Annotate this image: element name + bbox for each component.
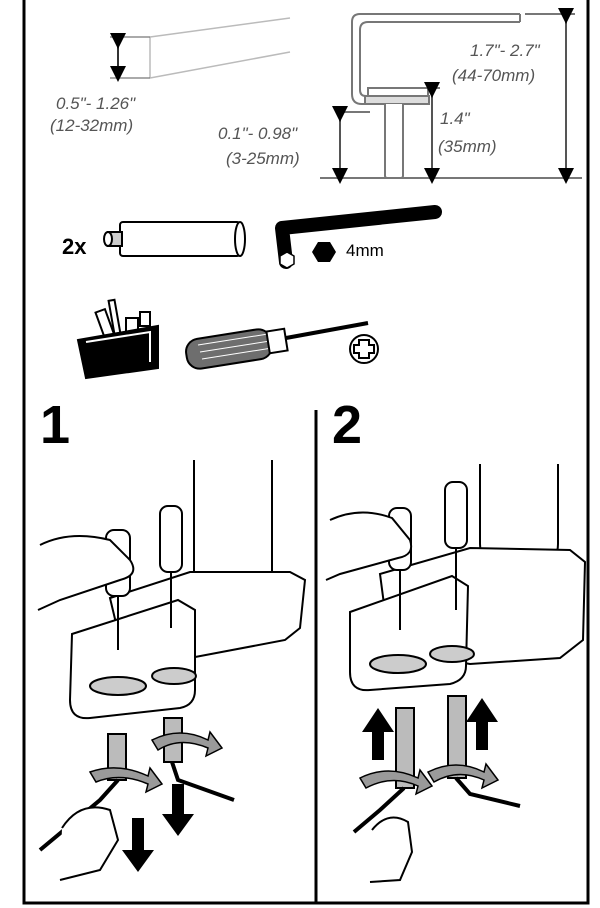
direction-arrow-icon [362,698,498,760]
step2-illustration [325,464,587,883]
spacer-icon [103,221,246,257]
hand-icon [37,535,135,611]
total-height-metric: (44-70mm) [452,66,536,85]
hex-key-icon [275,205,442,269]
desk-thickness-imperial: 0.5"- 1.26" [56,94,136,113]
step1-illustration [37,460,307,881]
step-2-number: 2 [332,395,363,455]
page-border [22,0,590,905]
clamp-profile-diagram [320,8,582,184]
hand-icon [59,806,120,881]
rotation-arrow-icon [88,730,224,794]
hex-key-size: 4mm [346,241,384,260]
desk-thickness-metric: (12-32mm) [50,116,134,135]
phillips-head-icon [349,334,379,364]
screwdriver-icon [185,321,369,370]
spacer-quantity: 2x [62,234,87,259]
step-1-number: 1 [40,395,71,455]
hex-nut-icon [312,242,336,262]
post-height-imperial: 1.4" [440,109,470,128]
toolbox-icon [76,298,159,380]
direction-arrow-icon [122,784,194,872]
hand-icon [325,511,413,581]
rotation-arrow-icon [358,762,500,796]
hand-icon [369,816,414,883]
clamp-gap-metric: (3-25mm) [226,149,300,168]
desk-thickness-diagram [110,17,291,82]
post-height-metric: (35mm) [438,137,497,156]
clamp-gap-imperial: 0.1"- 0.98" [218,124,298,143]
total-height-imperial: 1.7"- 2.7" [470,41,540,60]
